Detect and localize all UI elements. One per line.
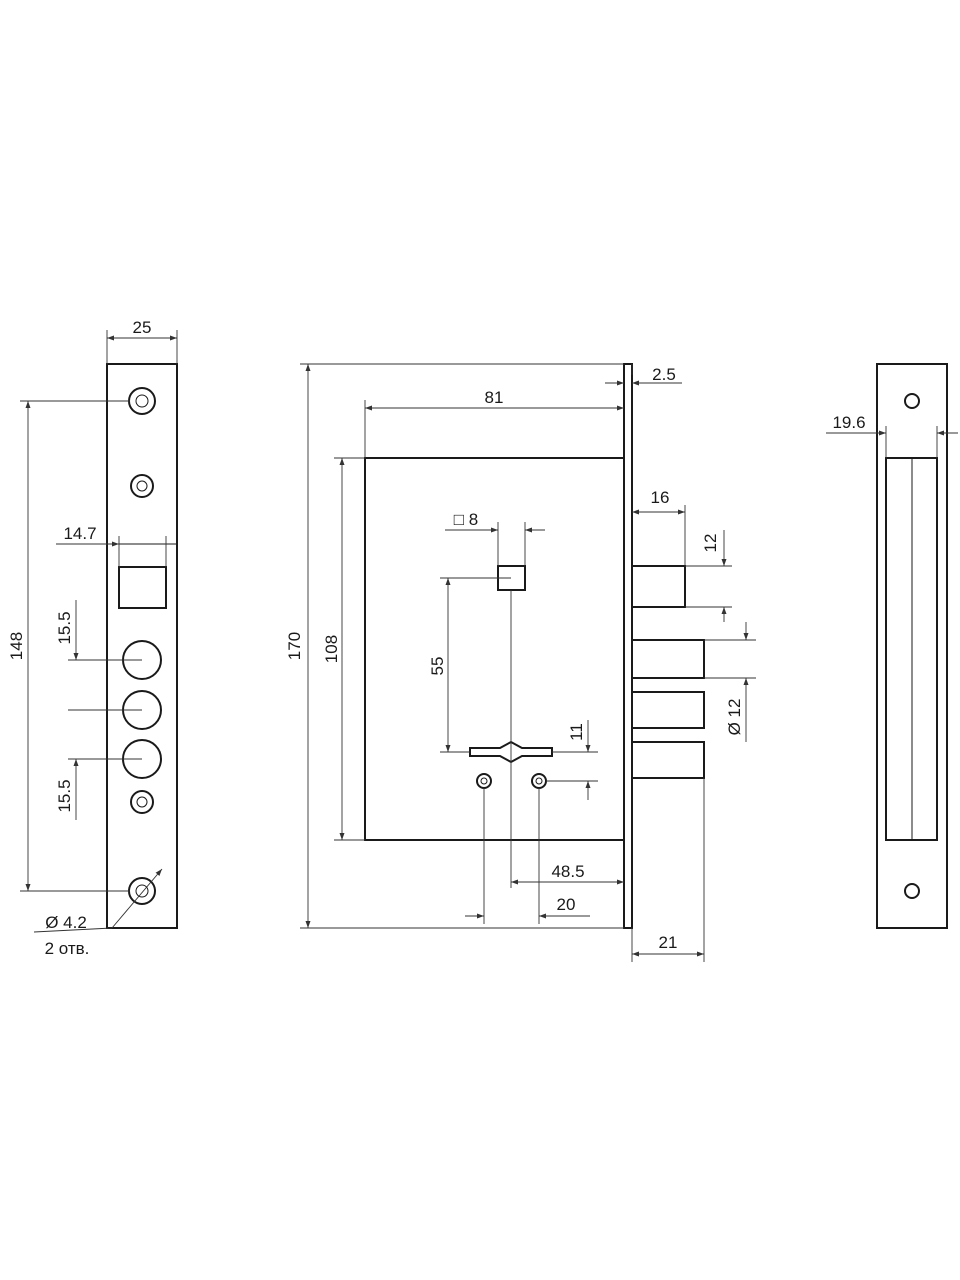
faceplate-screw-hole-top <box>128 387 156 415</box>
faceplate-width-label: 25 <box>133 318 152 337</box>
fixing-hole <box>476 773 492 789</box>
latch-cutout <box>118 566 167 609</box>
hole-diameter-label: Ø 4.2 <box>45 913 87 932</box>
latch-bolt <box>631 565 686 608</box>
cutout-offset-label: 14.7 <box>63 524 96 543</box>
lock-faceplate-edge <box>623 363 633 929</box>
dead-bolt <box>631 639 705 679</box>
keyhole-offset-label: 11 <box>567 723 586 741</box>
backset-label: 48.5 <box>551 862 584 881</box>
centre-distance-label: 55 <box>428 657 447 676</box>
faceplate-screw-hole <box>130 474 154 498</box>
overall-height-label: 170 <box>285 632 304 660</box>
lock-body-view: 170 108 81 2.5 □ 8 55 11 <box>285 363 756 962</box>
latch-height-label: 12 <box>701 534 720 553</box>
faceplate-outline <box>106 363 178 929</box>
fixing-hole <box>531 773 547 789</box>
fixing-spacing-label: 20 <box>557 895 576 914</box>
keyhole <box>469 740 553 764</box>
bolt-diameter-label: Ø 12 <box>725 699 744 736</box>
strike-plate-view: 19.6 <box>826 363 958 929</box>
bolt-spacing-top-label: 15.5 <box>55 611 74 644</box>
bolt-throw-label: 21 <box>659 933 678 952</box>
faceplate-view: 25 148 14.7 15.5 15.5 Ø 4.2 2 отв. <box>7 318 178 958</box>
lock-case <box>364 457 625 841</box>
overall-width-label: 81 <box>485 388 504 407</box>
dead-bolt <box>631 691 705 729</box>
faceplate-screw-hole <box>130 790 154 814</box>
strike-screw-hole <box>904 883 920 899</box>
latch-projection-label: 16 <box>651 488 670 507</box>
spindle-square-label: □ 8 <box>454 510 478 529</box>
body-height-label: 108 <box>322 635 341 663</box>
bolt-spacing-bottom-label: 15.5 <box>55 779 74 812</box>
strike-screw-hole <box>904 393 920 409</box>
strike-width-label: 19.6 <box>832 413 865 432</box>
dead-bolt <box>631 741 705 779</box>
hole-count-label: 2 отв. <box>45 939 90 958</box>
plate-thickness-label: 2.5 <box>652 365 676 384</box>
screw-spacing-label: 148 <box>7 632 26 660</box>
strike-plate-outline <box>876 363 948 929</box>
